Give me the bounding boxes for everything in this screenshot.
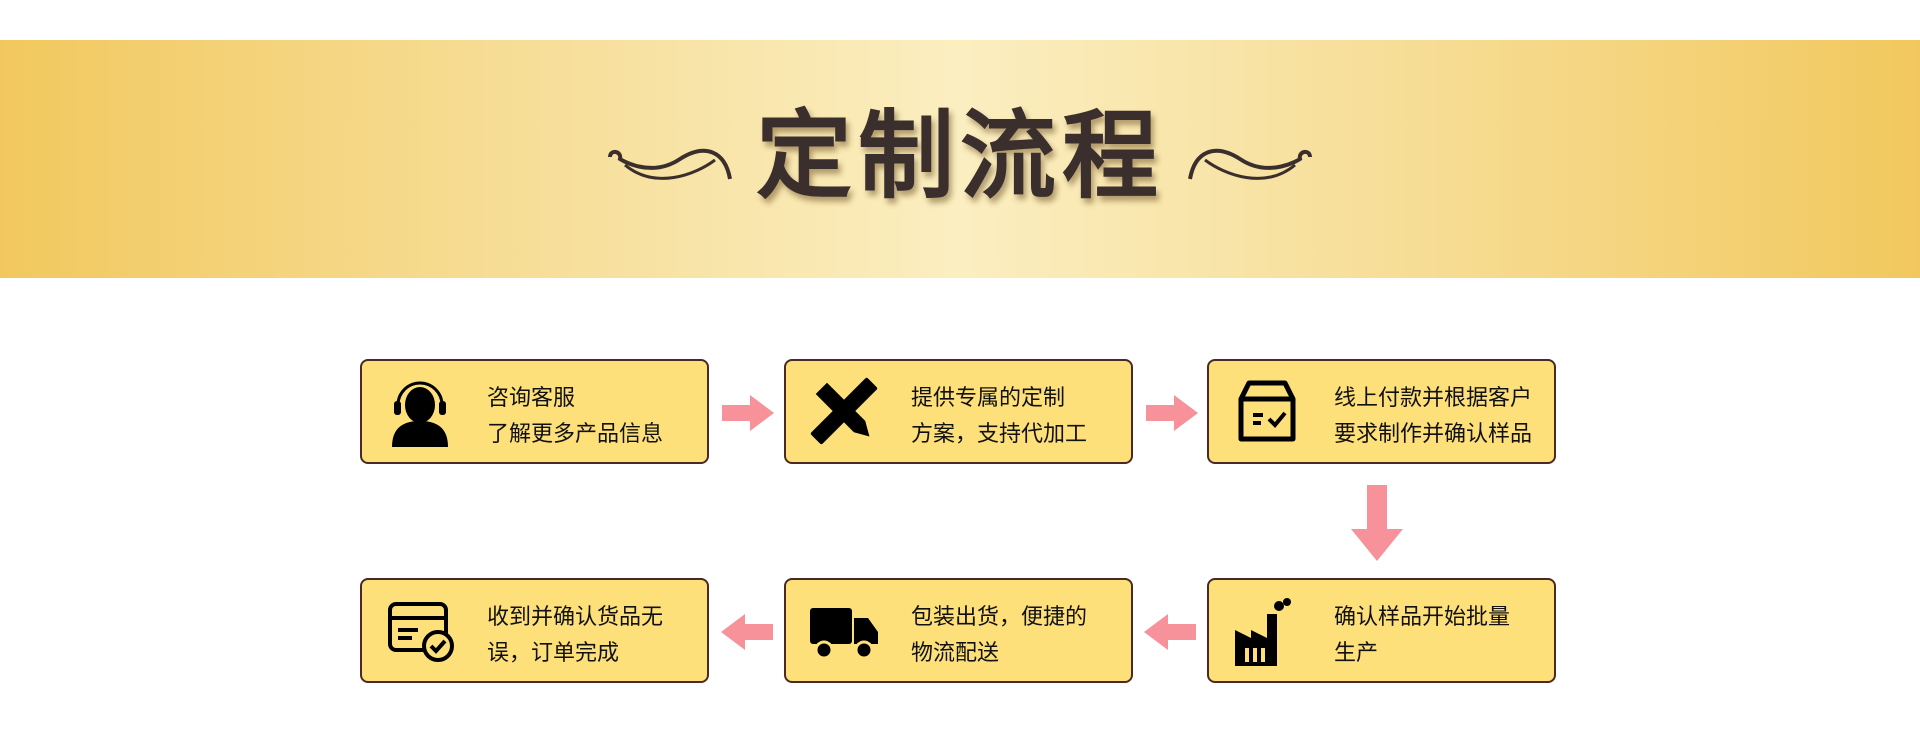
step-shipping: 包装出货，便捷的物流配送 — [784, 578, 1133, 683]
card-check-icon — [388, 602, 454, 662]
flourish-right-icon — [1188, 148, 1312, 180]
step-desc: 误，订单完成 — [487, 641, 620, 666]
customer-service-icon — [392, 381, 448, 447]
step-title: 确认样品开始批量 — [1334, 605, 1511, 630]
step-title: 咨询客服 — [487, 386, 576, 411]
step-desc: 了解更多产品信息 — [487, 422, 664, 447]
box-check-icon — [1238, 380, 1296, 442]
step-title: 线上付款并根据客户 — [1334, 386, 1533, 411]
arrow-right-icon — [722, 395, 774, 431]
step-payment: 线上付款并根据客户要求制作并确认样品 — [1207, 359, 1556, 464]
arrow-left-icon — [721, 614, 773, 650]
page-title: 定制流程 — [756, 100, 1164, 212]
step-consult: 咨询客服了解更多产品信息 — [360, 359, 709, 464]
step-production: 确认样品开始批量生产 — [1207, 578, 1556, 683]
step-title: 提供专属的定制 — [911, 386, 1066, 411]
step-desc: 生产 — [1334, 641, 1379, 666]
step-complete: 收到并确认货品无误，订单完成 — [360, 578, 709, 683]
step-desc: 物流配送 — [911, 641, 1000, 666]
flourish-left-icon — [608, 148, 732, 180]
pencil-ruler-icon — [810, 377, 878, 445]
step-design: 提供专属的定制方案，支持代加工 — [784, 359, 1133, 464]
factory-icon — [1235, 598, 1291, 666]
step-desc: 要求制作并确认样品 — [1334, 422, 1533, 447]
title-banner — [0, 40, 1920, 278]
step-title: 收到并确认货品无 — [487, 605, 664, 630]
arrow-left-icon — [1144, 614, 1196, 650]
truck-icon — [810, 608, 878, 660]
step-title: 包装出货，便捷的 — [911, 605, 1088, 630]
arrow-down-icon — [1351, 485, 1403, 561]
arrow-right-icon — [1146, 395, 1198, 431]
step-desc: 方案，支持代加工 — [911, 422, 1088, 447]
